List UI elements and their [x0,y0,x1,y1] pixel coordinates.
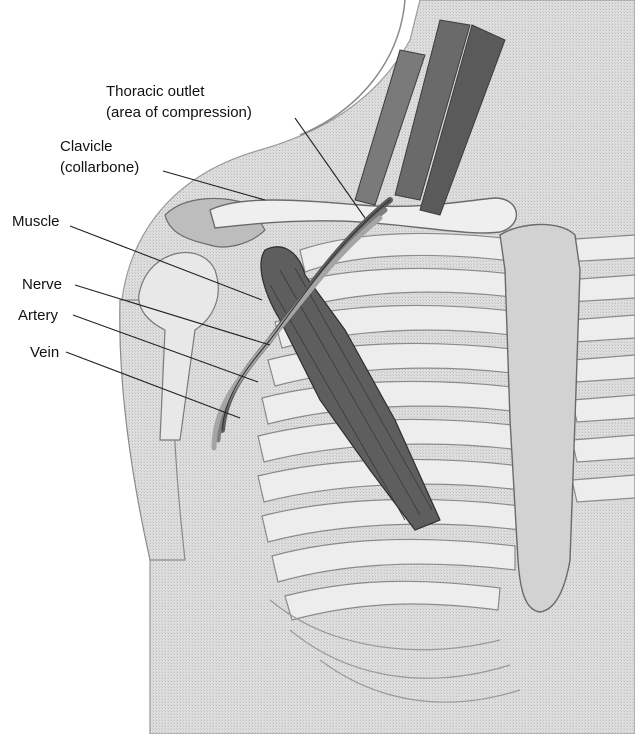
nerve-label: Nerve [22,276,62,293]
clavicle-label-line1: Clavicle [60,138,113,155]
thoracic-outlet-label-line1: Thoracic outlet [106,83,205,100]
muscle-label: Muscle [12,213,60,230]
clavicle-label-line2: (collarbone) [60,159,139,176]
artery-label: Artery [18,307,59,324]
thoracic-outlet-label-line2: (area of compression) [106,104,252,121]
vein-label: Vein [30,344,59,361]
